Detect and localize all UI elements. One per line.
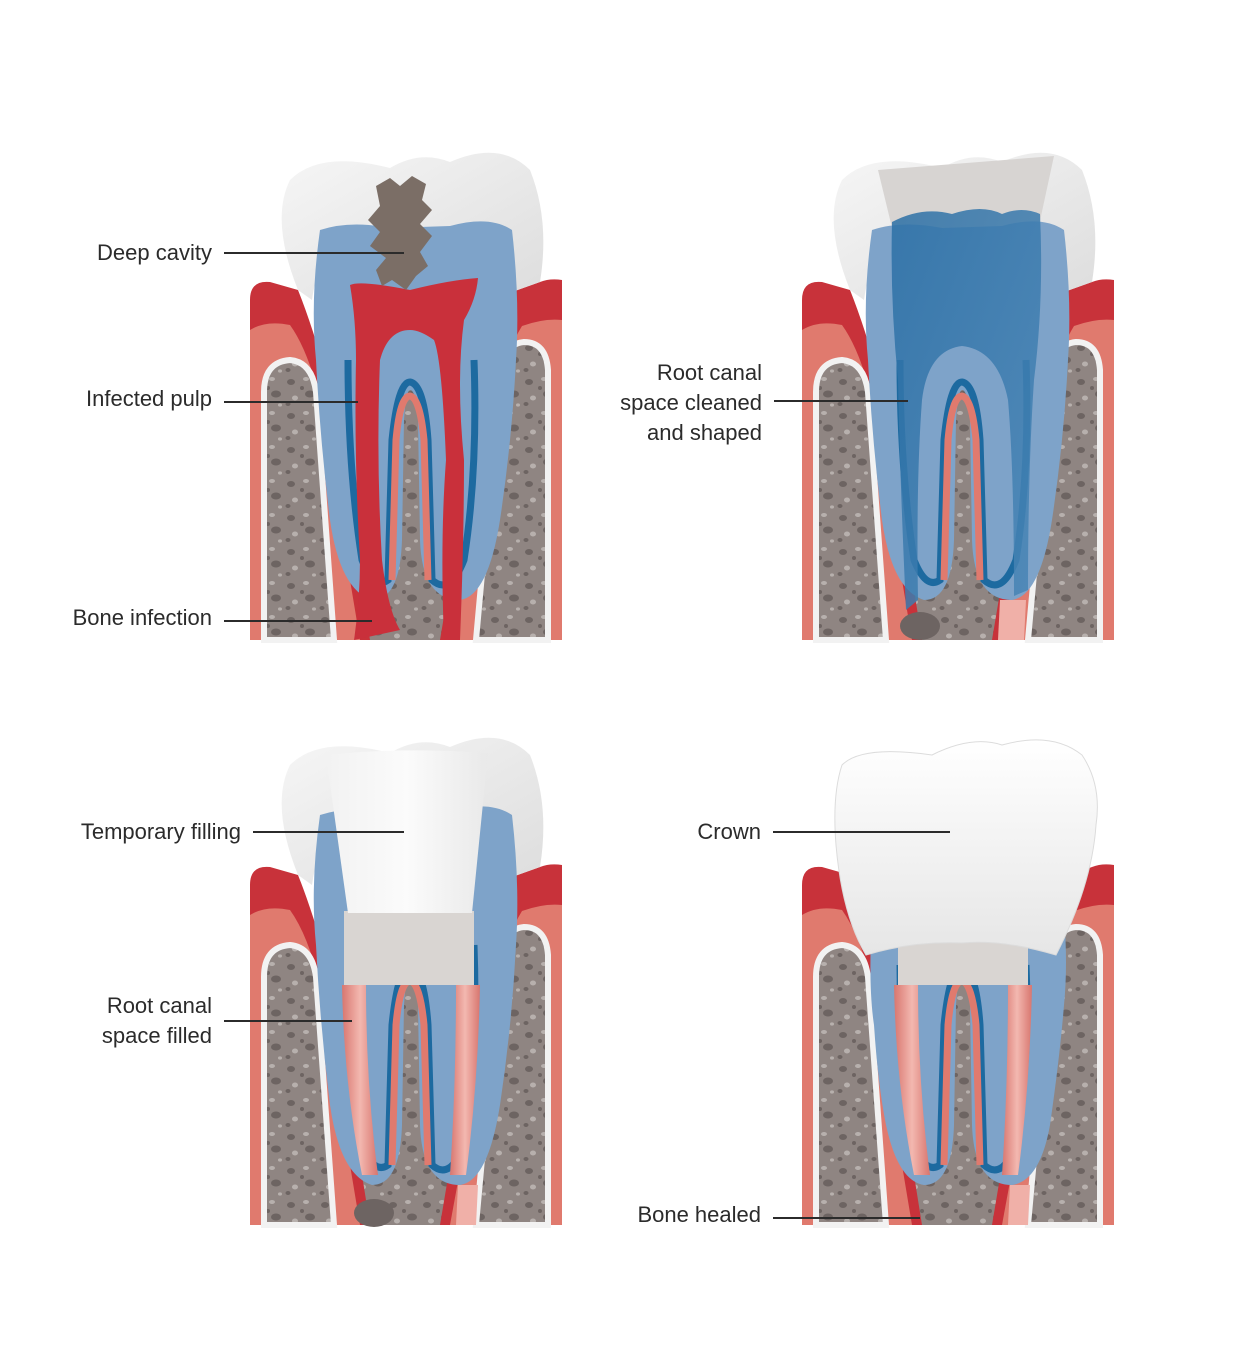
panel-crowned: [802, 739, 1114, 1228]
label-temporary-filling: Temporary filling: [81, 819, 241, 844]
label-root-canal-cleaned-line3: and shaped: [647, 420, 762, 445]
label-root-canal-filled-line2: space filled: [102, 1023, 212, 1048]
panel-infected: [250, 152, 562, 643]
decay: [368, 176, 432, 290]
crown: [834, 739, 1098, 956]
root-filling-left: [342, 985, 378, 1175]
label-root-canal-cleaned-line2: space cleaned: [620, 390, 762, 415]
base-filling: [344, 911, 474, 985]
label-root-canal-cleaned-line1: Root canal: [657, 360, 762, 385]
tooth: [834, 739, 1098, 1185]
label-group: Deep cavity Infected pulp Bone infection…: [73, 240, 950, 1227]
pulp-pink-edge: [940, 392, 984, 581]
label-root-canal-filled-line1: Root canal: [107, 993, 212, 1018]
bone-lesion: [354, 1199, 394, 1227]
tooth: [281, 152, 544, 640]
panel-filled: [250, 737, 562, 1228]
temporary-filling: [326, 750, 488, 913]
root-filling-right: [450, 985, 480, 1175]
root-filling-left: [894, 985, 930, 1175]
pulp-edge: [344, 359, 479, 589]
pulp-pink-edge: [388, 392, 432, 581]
label-crown: Crown: [697, 819, 761, 844]
label-infected-pulp: Infected pulp: [86, 386, 212, 411]
tooth: [833, 152, 1096, 640]
label-bone-healed: Bone healed: [637, 1202, 761, 1227]
label-bone-infection: Bone infection: [73, 605, 212, 630]
infected-pulp: [350, 278, 478, 640]
bone-lesion: [900, 612, 940, 640]
label-deep-cavity: Deep cavity: [97, 240, 212, 265]
tooth: [281, 737, 544, 1227]
root-filling-right: [1002, 985, 1032, 1175]
panel-cleaned: [802, 152, 1114, 643]
cleaned-canal: [891, 209, 1042, 610]
